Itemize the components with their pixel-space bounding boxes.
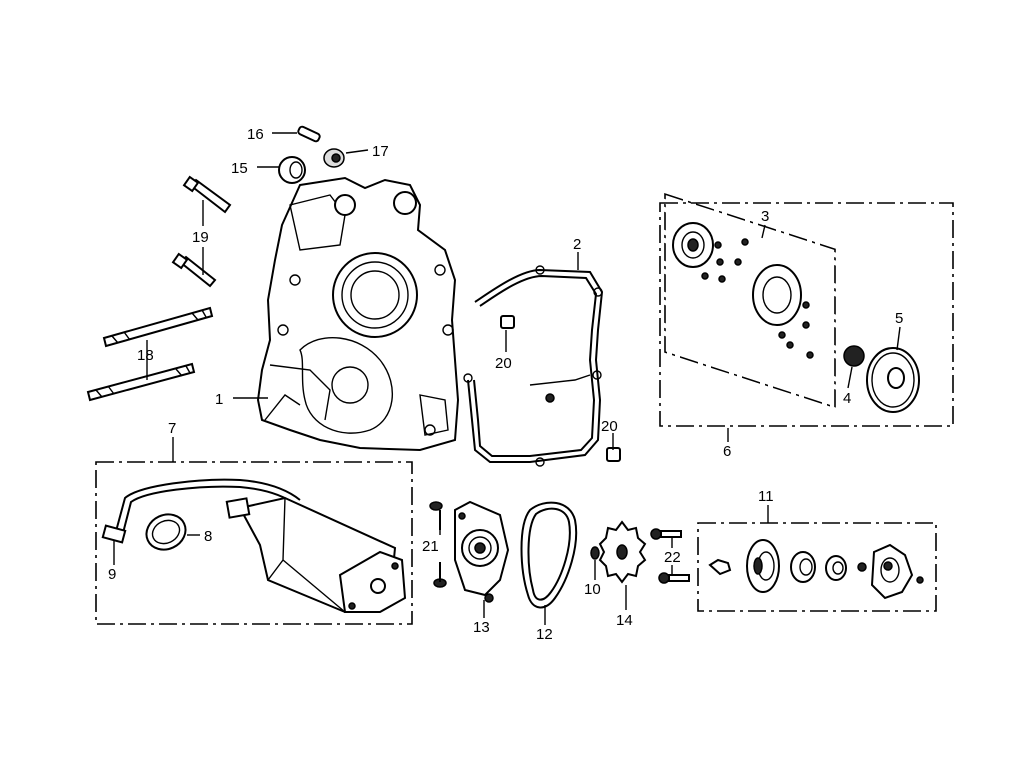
callout-17: 17 — [372, 143, 389, 160]
dowel-pin-part-16 — [297, 125, 321, 143]
assembly-box-6 — [659, 202, 954, 427]
callout-18: 18 — [137, 347, 154, 364]
callout-13: 13 — [473, 619, 490, 636]
callout-7: 7 — [168, 420, 176, 437]
callout-labels: 1 2 3 4 5 6 7 8 9 10 11 12 13 14 15 16 1… — [108, 126, 903, 643]
chain-part-12 — [520, 501, 578, 609]
callout-9: 9 — [108, 566, 116, 583]
oil-pump-part-3 — [672, 222, 814, 359]
sprocket-part-14 — [598, 520, 647, 584]
callout-1: 1 — [215, 391, 223, 408]
callout-8: 8 — [204, 528, 212, 545]
callout-19: 19 — [192, 229, 209, 246]
callout-20-a: 20 — [495, 355, 512, 372]
bolts-part-19 — [171, 175, 232, 288]
seal-part-17 — [323, 148, 345, 168]
callout-21: 21 — [422, 538, 439, 555]
callout-6: 6 — [723, 443, 731, 460]
dowel-part-20-a — [500, 315, 515, 329]
starter-motor — [225, 496, 407, 614]
bush-part-15 — [278, 156, 306, 184]
o-ring-part-8 — [145, 513, 187, 551]
gasket-part-2 — [463, 265, 604, 467]
callout-3: 3 — [761, 208, 769, 225]
studs-part-18 — [86, 306, 214, 402]
callout-4: 4 — [843, 390, 851, 407]
assembly-box-3 — [664, 193, 836, 409]
callout-15: 15 — [231, 160, 248, 177]
callout-5: 5 — [895, 310, 903, 327]
callout-2: 2 — [573, 236, 581, 253]
callout-10: 10 — [584, 581, 601, 598]
assembly-box-11 — [697, 522, 937, 612]
assembly-box-7 — [95, 461, 413, 625]
callout-12: 12 — [536, 626, 553, 643]
leader-lines — [113, 132, 901, 625]
pump-parts-part-11 — [708, 539, 924, 600]
gear-part-5 — [866, 347, 920, 413]
callout-11: 11 — [758, 488, 774, 505]
callout-20-b: 20 — [601, 418, 618, 435]
crankcase-cover — [256, 176, 460, 452]
seal-part-4 — [843, 345, 865, 367]
bolts-part-22 — [650, 528, 690, 584]
key-part-10 — [590, 546, 600, 560]
callout-16: 16 — [247, 126, 264, 143]
callout-22: 22 — [664, 549, 681, 566]
cable-part-9 — [101, 478, 301, 544]
chain-guide-part-13 — [454, 500, 510, 603]
callout-14: 14 — [616, 612, 633, 629]
bolts-part-21 — [429, 501, 447, 588]
